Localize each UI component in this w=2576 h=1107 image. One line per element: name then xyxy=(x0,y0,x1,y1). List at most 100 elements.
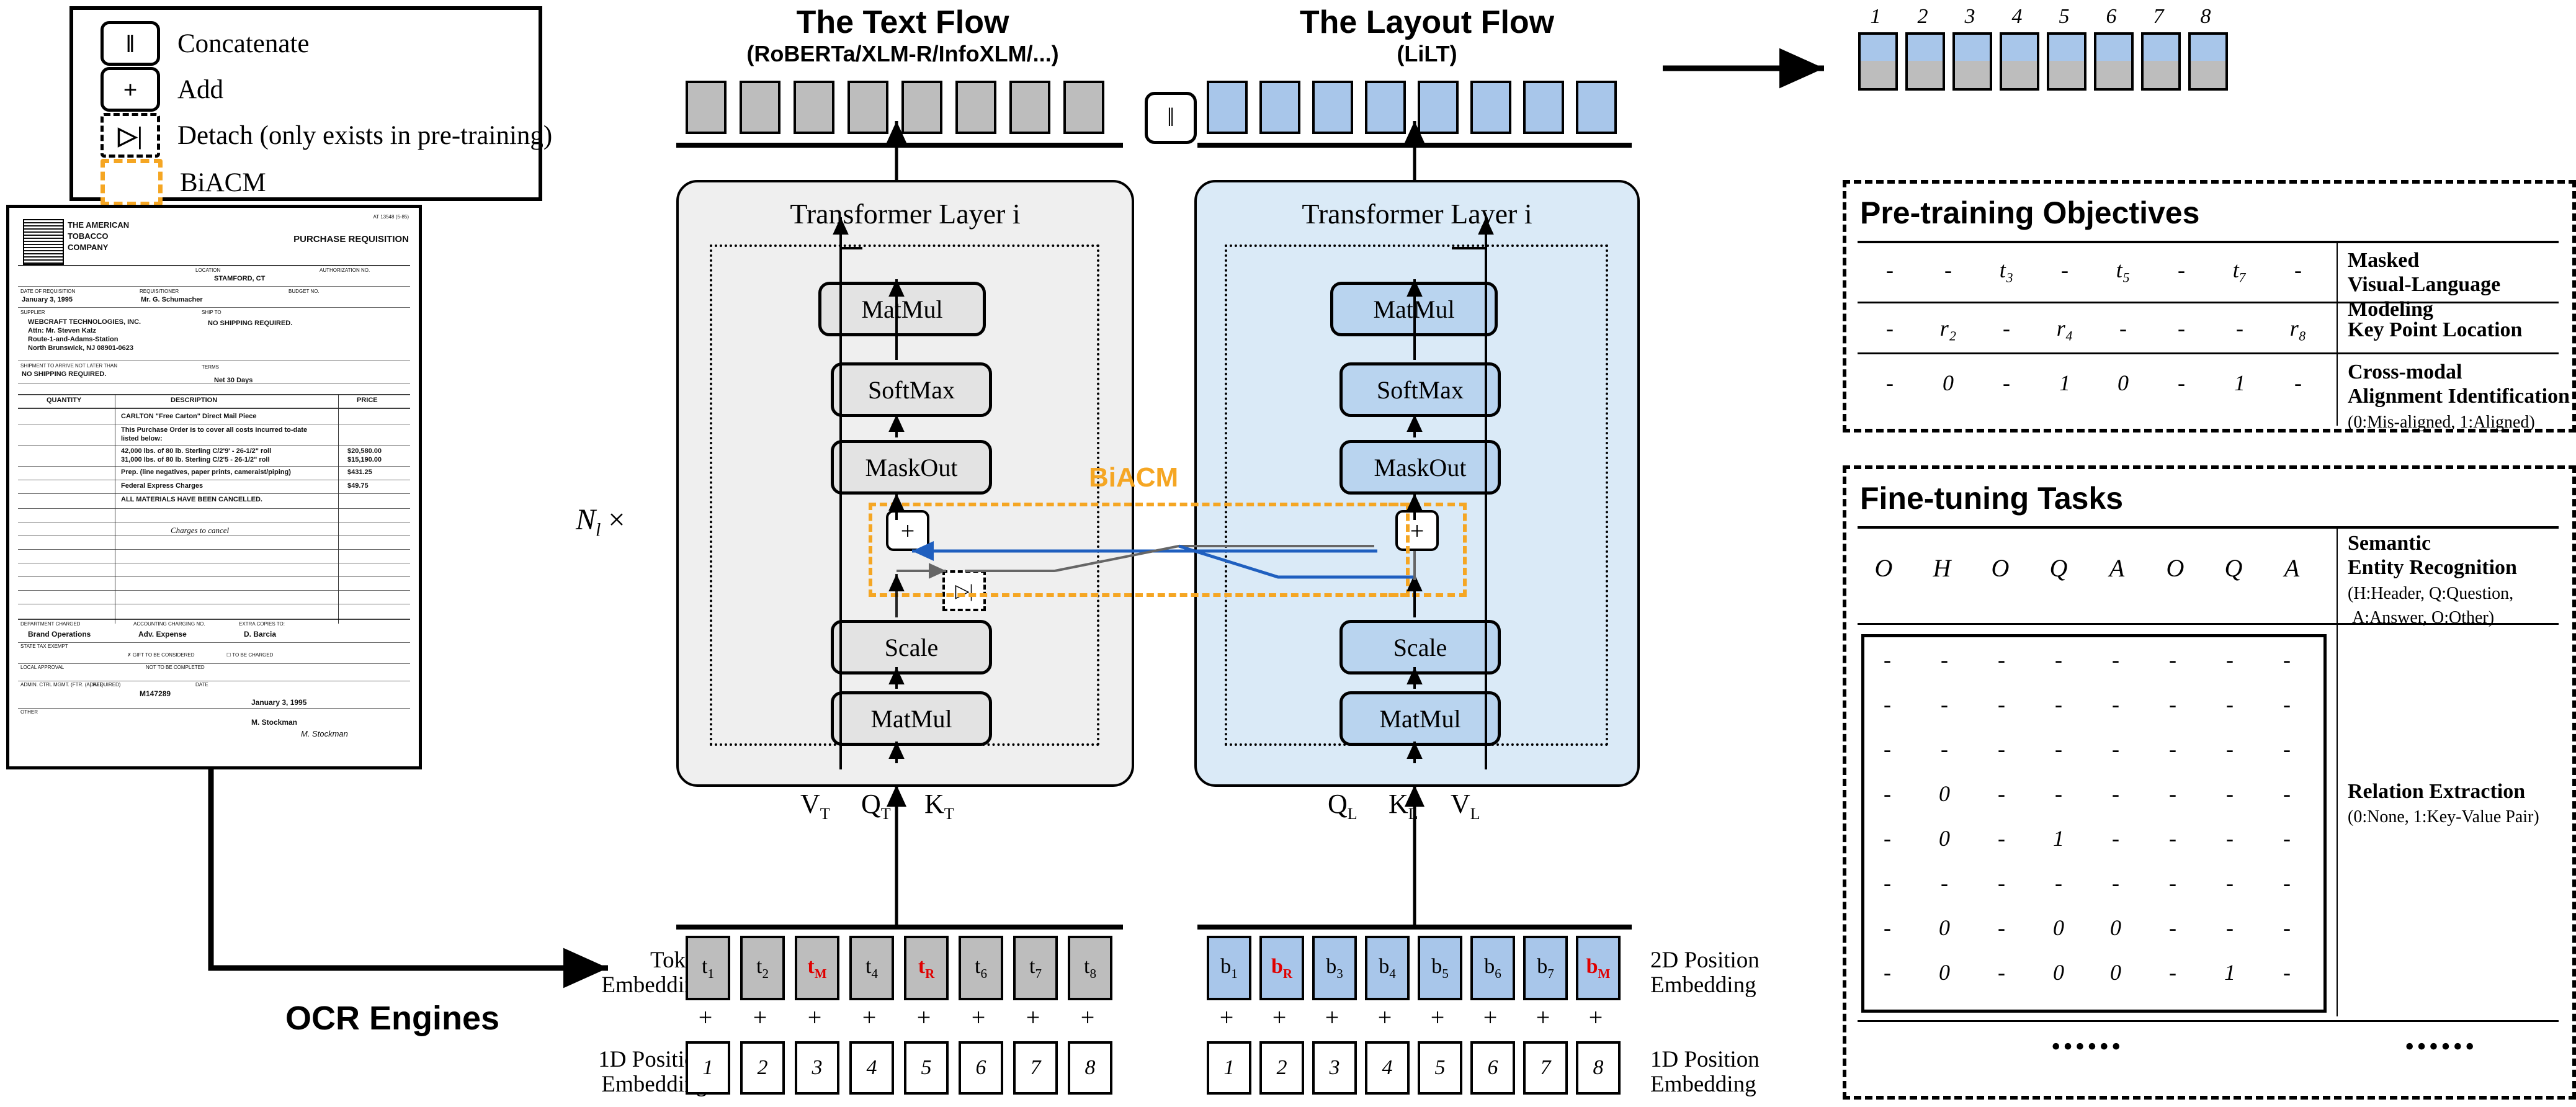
plus-sign-text: + xyxy=(1026,1003,1040,1031)
output-strip-text-cell xyxy=(740,81,780,134)
pretraining-cell: 0 xyxy=(1943,370,1954,395)
relation-extraction-matrix-box xyxy=(1861,634,2327,1013)
position-cell-layout: 8 xyxy=(1576,1041,1621,1095)
plus-sign-layout: + xyxy=(1219,1003,1234,1031)
re-cell: - xyxy=(2112,647,2119,672)
token-cell-text: t6 xyxy=(959,936,1003,1000)
input-label-q-text: QT xyxy=(861,789,891,823)
position-cell-layout: 4 xyxy=(1365,1041,1410,1095)
plus-sign-text: + xyxy=(916,1003,931,1031)
re-cell: - xyxy=(1998,647,2005,672)
re-cell: - xyxy=(2112,871,2119,895)
doc-supplier-l3: Route-1-and-Adams-Station xyxy=(28,336,119,343)
output-cell-upper xyxy=(2000,32,2039,63)
plus-sign-layout: + xyxy=(1588,1003,1603,1031)
position-cell-layout: 6 xyxy=(1470,1041,1515,1095)
re-name: Relation Extraction(0:None, 1:Key-Value … xyxy=(2348,780,2539,827)
token-cell-layout: b5 xyxy=(1418,936,1462,1000)
biacm-label: BiACM xyxy=(1089,462,1179,493)
re-cell: - xyxy=(2226,692,2234,717)
re-cell: - xyxy=(2226,781,2234,806)
output-strip-layout-cell xyxy=(1365,81,1406,134)
doc-footer-acct-label: ACCOUNTING CHARGING NO. xyxy=(133,621,205,627)
re-cell: - xyxy=(2169,871,2176,895)
output-strip-text-cell xyxy=(955,81,996,134)
output-cell-lower xyxy=(1905,61,1945,91)
output-strip-layout-cell xyxy=(1470,81,1511,134)
re-cell: - xyxy=(1998,915,2005,940)
re-cell: - xyxy=(2055,647,2062,672)
re-cell: - xyxy=(2283,826,2291,851)
doc-supplier-l1: WEBCRAFT TECHNOLOGIES, INC. xyxy=(28,318,141,326)
position-cell-text: 8 xyxy=(1068,1041,1112,1095)
legend-item-biacm: BiACM xyxy=(101,159,266,206)
text-flow-title: The Text Flow xyxy=(796,4,1009,40)
token-cell-layout: b3 xyxy=(1312,936,1357,1000)
re-cell: 0 xyxy=(2053,915,2064,940)
doc-field-arrive-value: NO SHIPPING REQUIRED. xyxy=(22,370,107,378)
doc-field-auth-label: AUTHORIZATION NO. xyxy=(320,267,370,273)
re-cell: - xyxy=(2169,781,2176,806)
input-label-v-layout: VL xyxy=(1451,789,1480,823)
doc-footer-local-label: LOCAL APPROVAL xyxy=(20,665,65,670)
layout-op-scale: Scale xyxy=(1339,620,1501,675)
layout-op-maskout: MaskOut xyxy=(1339,440,1501,495)
legend-label-biacm: BiACM xyxy=(180,168,266,197)
doc-col-quantity: QUANTITY xyxy=(47,397,82,404)
plus-sign-text: + xyxy=(1080,1003,1095,1031)
output-index-label: 1 xyxy=(1870,5,1881,28)
re-cell: - xyxy=(2112,737,2119,761)
output-strip-layout-cell xyxy=(1312,81,1353,134)
biacm-icon xyxy=(101,159,163,206)
token-cell-text: tM xyxy=(795,936,839,1000)
re-cell: - xyxy=(2169,960,2176,985)
re-cell: - xyxy=(1884,781,1891,806)
detach-icon: ▷| xyxy=(101,113,160,158)
document-scan-image: THE AMERICAN TOBACCO COMPANY PURCHASE RE… xyxy=(6,205,422,769)
ser-cell: A xyxy=(2109,554,2125,582)
doc-field-terms-value: Net 30 Days xyxy=(214,377,253,384)
re-cell: - xyxy=(2283,647,2291,672)
plus-sign-text: + xyxy=(862,1003,877,1031)
re-cell: - xyxy=(1884,871,1891,895)
re-cell: - xyxy=(1941,647,1948,672)
legend-box: ‖ Concatenate + Add ▷| Detach (only exis… xyxy=(69,6,552,206)
re-cell: - xyxy=(2055,781,2062,806)
biacm-frame-left xyxy=(869,503,1410,597)
re-cell: 0 xyxy=(1939,960,1950,985)
doc-footer-date1-label: DATE xyxy=(90,682,103,688)
output-cell-lower xyxy=(2047,61,2086,91)
re-cell: 0 xyxy=(1939,781,1950,806)
doc-footer-copies-value: D. Barcia xyxy=(244,630,277,639)
finetuning-title: Fine-tuning Tasks xyxy=(1860,481,2124,516)
output-cell-upper xyxy=(1952,32,1992,63)
output-strip-layout-cell xyxy=(1259,81,1300,134)
re-cell: 0 xyxy=(1939,826,1950,851)
doc-row-2-price-b: $15,190.00 xyxy=(347,456,382,464)
pretraining-cell: r₈ xyxy=(2289,316,2307,341)
re-cell: - xyxy=(2169,647,2176,672)
doc-row-4-desc: Federal Express Charges xyxy=(121,482,203,490)
text-layer-title: Transformer Layer i xyxy=(790,198,1021,230)
re-cell: - xyxy=(1884,960,1891,985)
pretraining-cell: - xyxy=(2236,316,2243,341)
pretraining-row-2-note: (0:Mis-aligned, 1:Aligned) xyxy=(2348,412,2535,432)
text-add-node: + xyxy=(886,510,929,551)
pretraining-cell: - xyxy=(1886,316,1894,341)
text-transformer-panel: Transformer Layer i MatMul SoftMax MaskO… xyxy=(676,180,1134,787)
doc-title: PURCHASE REQUISITION xyxy=(293,234,409,244)
company-logo-icon xyxy=(23,219,64,265)
doc-supplier-l2: Attn: Mr. Steven Katz xyxy=(28,327,97,334)
token-cell-layout: b1 xyxy=(1207,936,1251,1000)
re-cell: - xyxy=(2226,915,2234,940)
pretraining-cell: t₃ xyxy=(1999,258,2014,282)
re-cell: - xyxy=(2112,692,2119,717)
doc-row-0-desc: CARLTON "Free Carton" Direct Mail Piece xyxy=(121,413,257,420)
output-index-label: 4 xyxy=(2011,5,2023,28)
pretraining-cell: - xyxy=(2178,316,2185,341)
re-cell: - xyxy=(2283,960,2291,985)
re-cell: 1 xyxy=(2224,960,2235,985)
re-cell: - xyxy=(2283,871,2291,895)
repeat-times: × xyxy=(608,503,625,536)
